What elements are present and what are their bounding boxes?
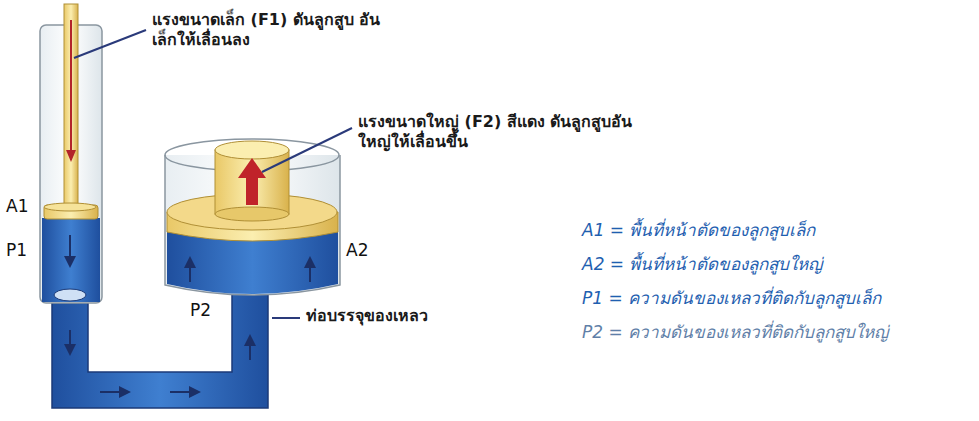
force-f2-note: แรงขนาดใหญ่ (F2) สีแดง ดันลูกสูบอันใหญ่ใ… (358, 112, 658, 152)
area-a2-tag: A2 (346, 240, 368, 261)
tube-label: ท่อบรรจุของเหลว (306, 306, 428, 326)
area-a1-tag: A1 (6, 196, 28, 217)
legend-text: A1 = พื้นที่หน้าตัดของลูกสูบเล็ก (582, 220, 816, 241)
legend-text: P2 = ความดันของเหลวที่ติดกับลูกสูบใหญ่ (582, 322, 888, 343)
pressure-p1-tag: P1 (6, 240, 27, 261)
legend-text: A2 = พื้นที่หน้าตัดของลูกสูบใหญ่ (582, 254, 823, 275)
pressure-p2-tag: P2 (190, 300, 211, 321)
legend-text: P1 = ความดันของเหลวที่ติดกับลูกสูบเล็ก (582, 288, 881, 309)
force-f1-note: แรงขนาดเล็ก (F1) ดันลูกสูบ อันเล็กให้เลื… (152, 10, 382, 50)
